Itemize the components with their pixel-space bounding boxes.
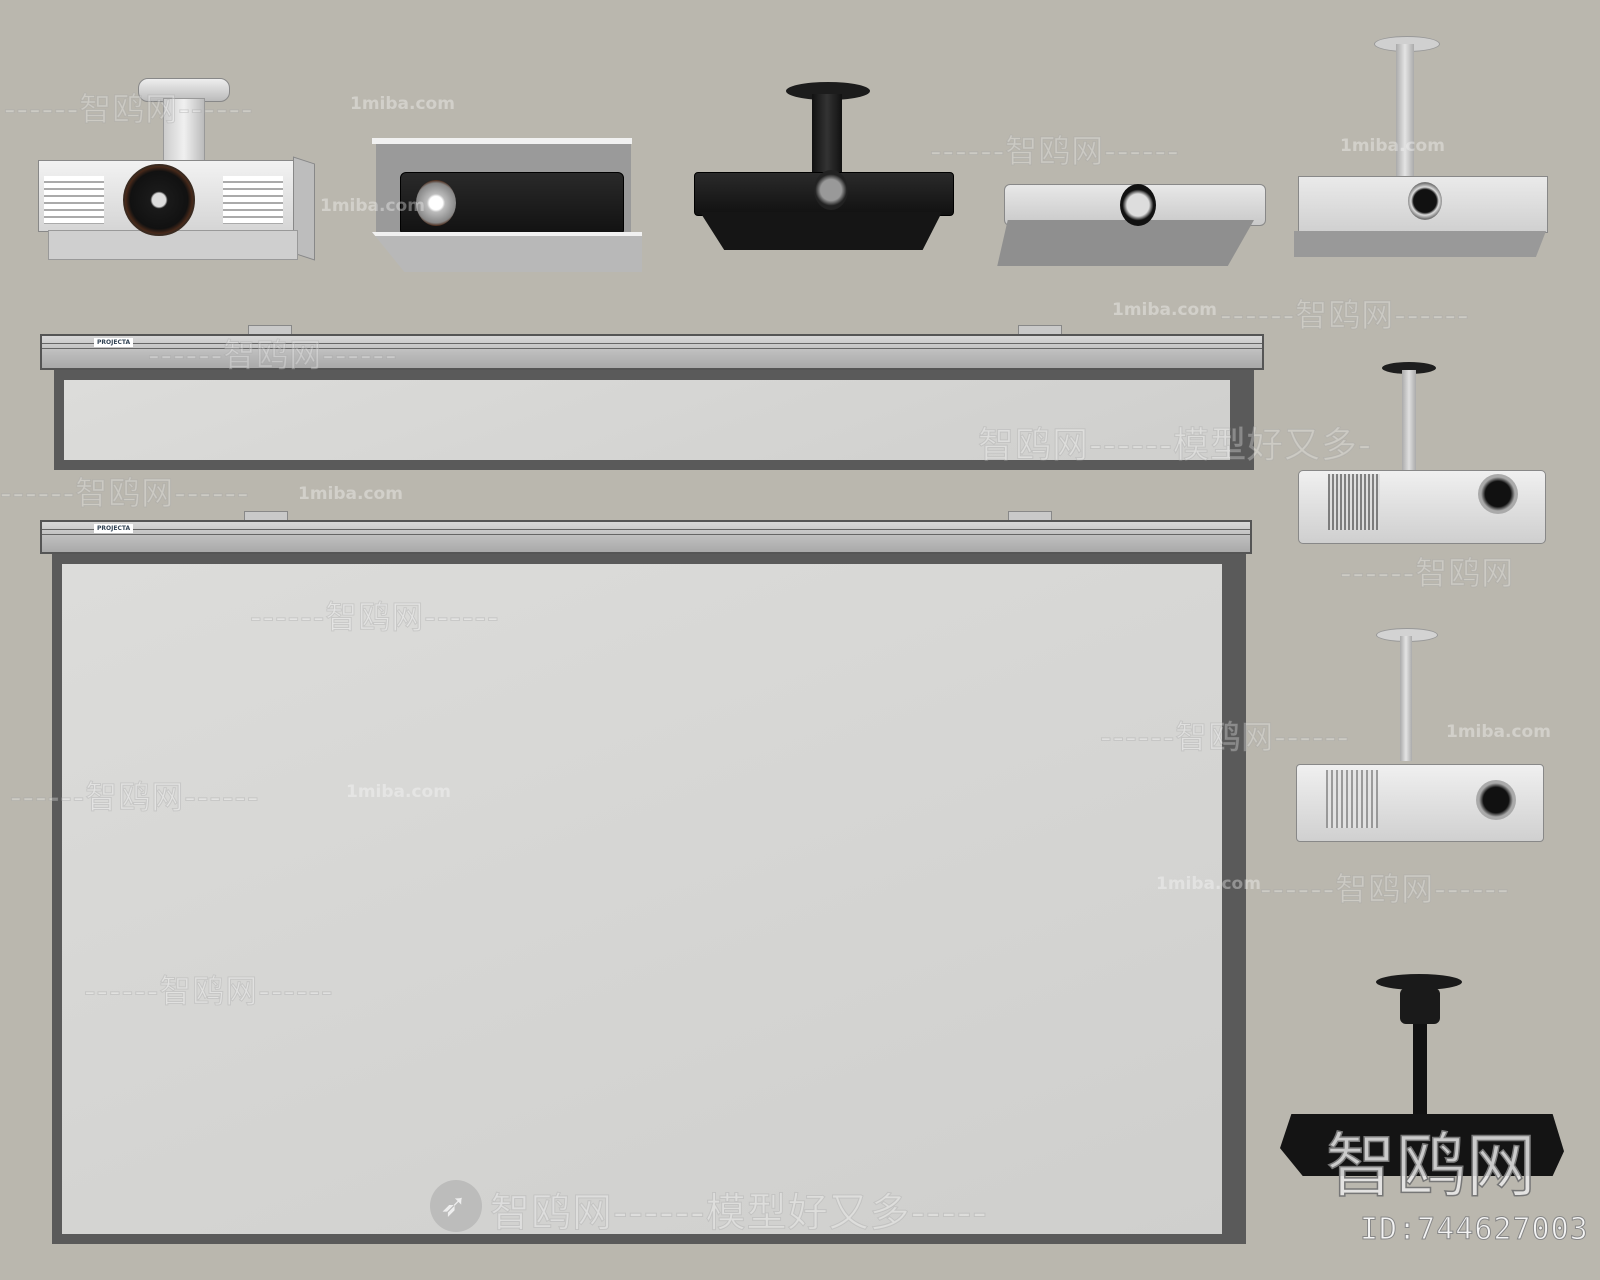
watermark: ------智鸥网------ <box>0 474 250 513</box>
watermark: ------智鸥网------ <box>3 90 254 129</box>
watermark: ------智鸥网------ <box>1099 718 1350 757</box>
watermark: ------智鸥网------ <box>1219 296 1470 335</box>
vent <box>1326 770 1378 828</box>
brand-label: PROJECTA <box>94 524 134 533</box>
screen-surface <box>64 380 1230 460</box>
enclosure-bottom <box>372 232 642 272</box>
watermark-url: 1miba.com <box>1112 300 1217 320</box>
screen-housing: PROJECTA <box>40 334 1264 370</box>
screen-retracted: PROJECTA <box>38 322 1268 472</box>
watermark-url: 1miba.com <box>1340 136 1445 156</box>
enclosure-top <box>372 138 632 144</box>
lens <box>1478 474 1518 514</box>
projector-4 <box>992 180 1267 268</box>
lens <box>123 164 195 236</box>
watermark: ------智鸥网------ <box>83 972 334 1011</box>
watermark-url: 1miba.com <box>1446 722 1551 742</box>
projector-5 <box>1294 36 1549 258</box>
projector-7 <box>1296 628 1546 846</box>
watermark: ------智鸥网------ <box>249 598 500 637</box>
ceiling-mount <box>1376 974 1462 990</box>
projector-1 <box>38 78 318 268</box>
watermark-url: 1miba.com <box>320 196 425 216</box>
projector-body <box>1280 1114 1564 1176</box>
screen-housing: PROJECTA <box>40 520 1252 554</box>
ceiling-mount <box>786 82 870 100</box>
watermark: ------智鸥网------ <box>929 132 1180 171</box>
vent-right <box>223 176 283 224</box>
lens <box>1476 780 1516 820</box>
watermark: ------智鸥网------ <box>9 778 260 817</box>
projector-3 <box>694 82 954 257</box>
ceiling-plate <box>1382 362 1436 374</box>
screen-surface <box>62 564 1222 1234</box>
lens <box>1120 184 1156 226</box>
mount-pole <box>1400 636 1412 761</box>
projector-bottom <box>700 212 942 250</box>
watermark: ------智鸥网------ <box>147 336 398 375</box>
lens <box>416 180 456 226</box>
mount-joint <box>1400 988 1440 1024</box>
watermark-id: ID:744627003 <box>1360 1212 1589 1248</box>
watermark-url: 1miba.com <box>298 484 403 504</box>
mount-pole <box>1402 370 1416 470</box>
brand-label: PROJECTA <box>94 338 134 347</box>
vent <box>1328 474 1380 530</box>
watermark-big-logo: 智鸥网 <box>1325 1124 1537 1208</box>
mount-pole <box>1396 44 1414 179</box>
projector-6 <box>1298 362 1548 544</box>
watermark-url: 1miba.com <box>1156 874 1261 894</box>
mount-pole <box>1413 1024 1427 1116</box>
lens <box>1408 182 1442 220</box>
mount-stem <box>163 98 205 165</box>
projector-bottom <box>48 230 298 260</box>
projector-bottom <box>1294 231 1546 257</box>
bird-icon: ➶ <box>440 1186 467 1224</box>
watermark-logo: ➶ <box>430 1180 482 1232</box>
watermark-url: 1miba.com <box>346 782 451 802</box>
projector-2 <box>372 138 652 273</box>
projector-8 <box>1280 974 1570 1184</box>
watermark: ------智鸥网 <box>1339 554 1515 593</box>
projector-bottom <box>997 220 1254 266</box>
vent-left <box>44 176 104 224</box>
watermark-slogan: 智鸥网------模型好又多- <box>978 425 1372 467</box>
lens <box>814 170 848 210</box>
mount-stem <box>812 94 842 172</box>
watermark-url: 1miba.com <box>350 94 455 114</box>
watermark: ------智鸥网------ <box>1259 870 1510 909</box>
screen-extended: PROJECTA <box>38 508 1258 1248</box>
watermark-slogan: 智鸥网------模型好又多----- <box>490 1190 988 1237</box>
